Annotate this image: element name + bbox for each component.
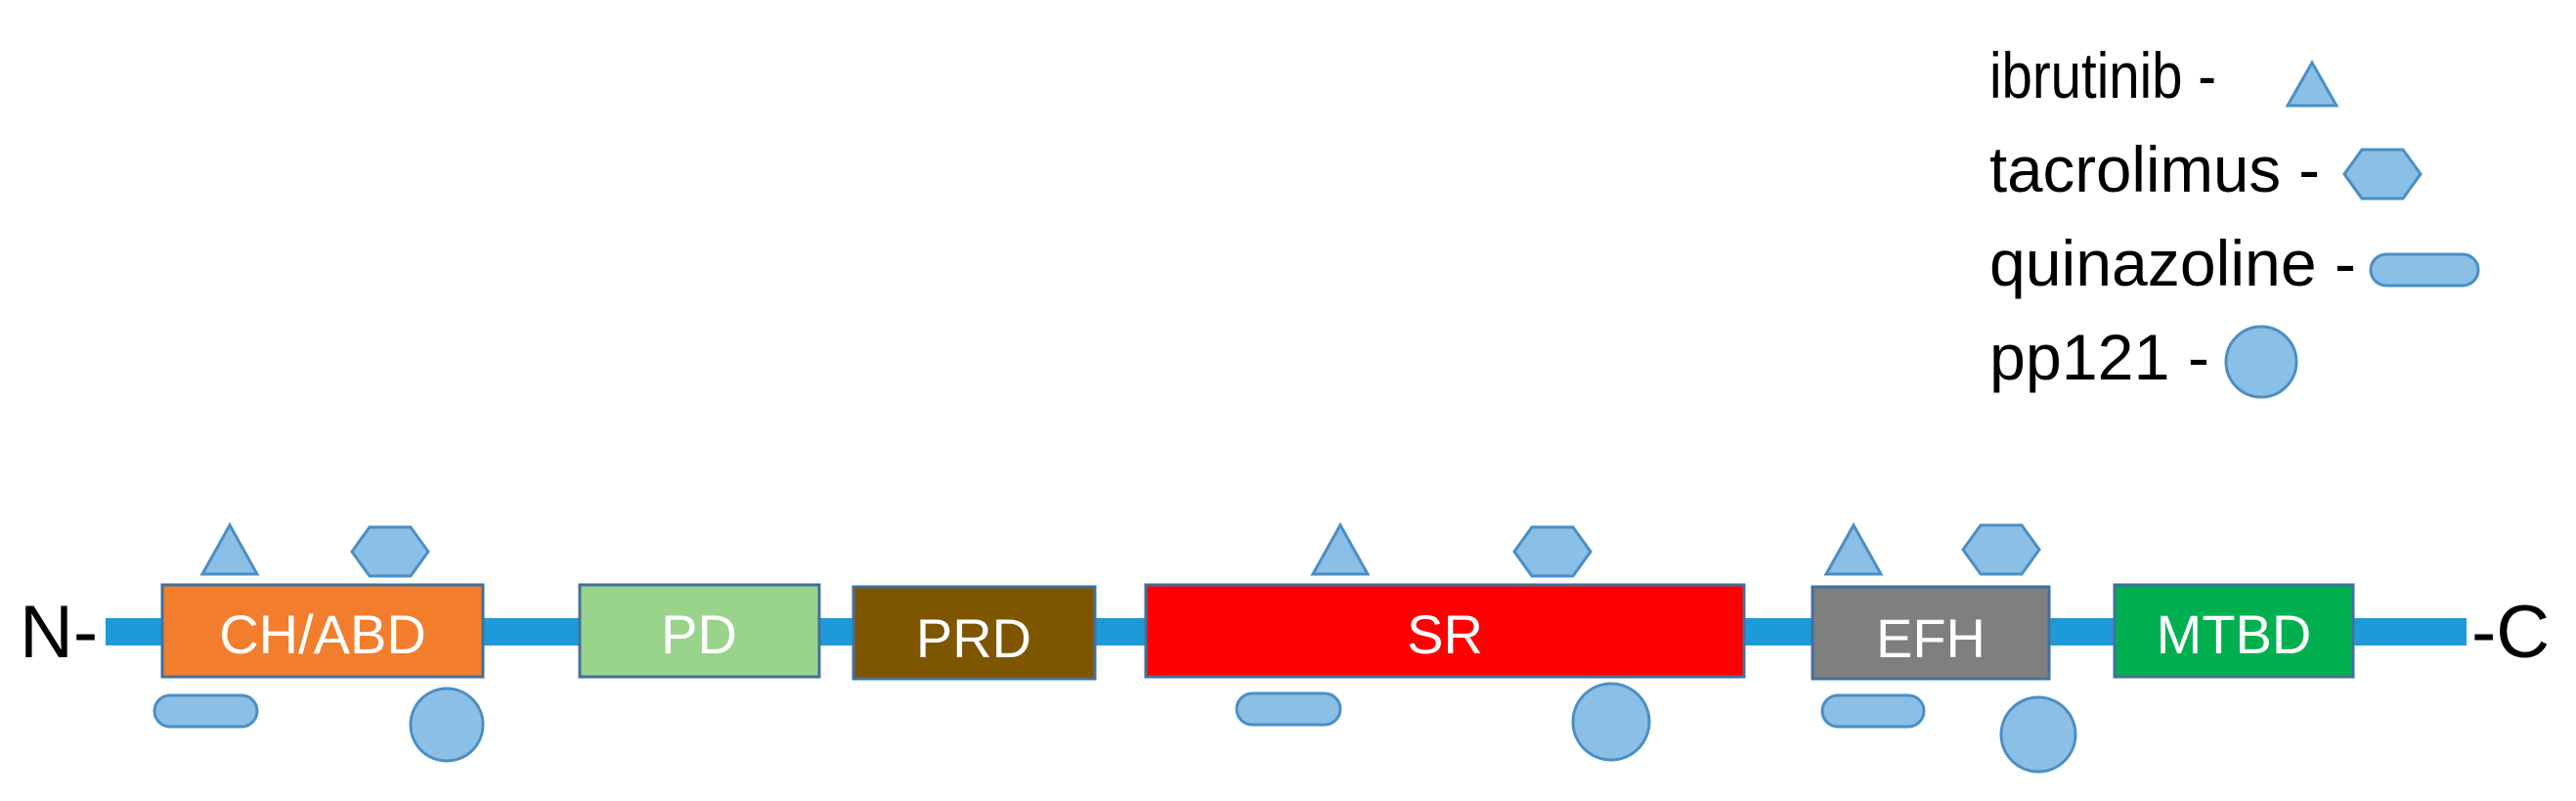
legend-item-ibrutinib: ibrutinib -: [1989, 39, 2339, 111]
domain-label-pd: PD: [661, 603, 737, 665]
legend-item-quinazoline: quinazoline -: [1989, 227, 2480, 299]
legend-label-ibrutinib: ibrutinib -: [1989, 39, 2216, 111]
hexagon-icon: [1961, 523, 2041, 576]
triangle-icon: [1310, 521, 1371, 576]
circle-icon: [1571, 682, 1651, 762]
domain-label-sr: SR: [1407, 603, 1483, 665]
domain-pd: PD: [578, 583, 821, 679]
circle-icon: [409, 687, 485, 763]
triangle-icon: [1823, 521, 1884, 576]
domain-sr: SR: [1144, 583, 1746, 679]
c-terminus-label: -C: [2471, 591, 2550, 674]
pill-icon: [1820, 693, 1926, 729]
legend-label-pp121: pp121 -: [1989, 321, 2209, 393]
circle-icon: [1999, 695, 2077, 774]
triangle-icon: [2285, 59, 2339, 108]
pill-icon: [153, 693, 259, 729]
legend-label-quinazoline: quinazoline -: [1989, 227, 2356, 299]
triangle-icon: [199, 521, 260, 576]
domain-label-ch-abd: CH/ABD: [219, 603, 426, 665]
circle-icon: [2224, 325, 2298, 399]
n-terminus-label: N-: [20, 591, 98, 674]
domain-label-prd: PRD: [916, 607, 1031, 669]
pill-icon: [1235, 691, 1342, 727]
domain-label-efh: EFH: [1876, 607, 1986, 669]
hexagon-icon: [2342, 148, 2423, 200]
domain-prd: PRD: [851, 585, 1097, 681]
domain-label-mtbd: MTBD: [2157, 603, 2312, 665]
binding-sites-efh: [1820, 521, 2077, 774]
binding-sites-ch-abd: [153, 521, 485, 763]
legend-item-pp121: pp121 -: [1989, 321, 2298, 399]
legend-label-tacrolimus: tacrolimus -: [1989, 133, 2320, 205]
legend: ibrutinib - tacrolimus - quinazoline - p…: [1989, 39, 2480, 399]
domain-mtbd: MTBD: [2113, 583, 2355, 679]
pill-icon: [2369, 252, 2480, 288]
hexagon-icon: [1512, 525, 1593, 578]
legend-item-tacrolimus: tacrolimus -: [1989, 133, 2423, 205]
binding-sites-sr: [1235, 521, 1651, 762]
hexagon-icon: [350, 525, 430, 578]
domain-efh: EFH: [1811, 585, 2051, 681]
domain-ch-abd: CH/ABD: [160, 583, 485, 679]
